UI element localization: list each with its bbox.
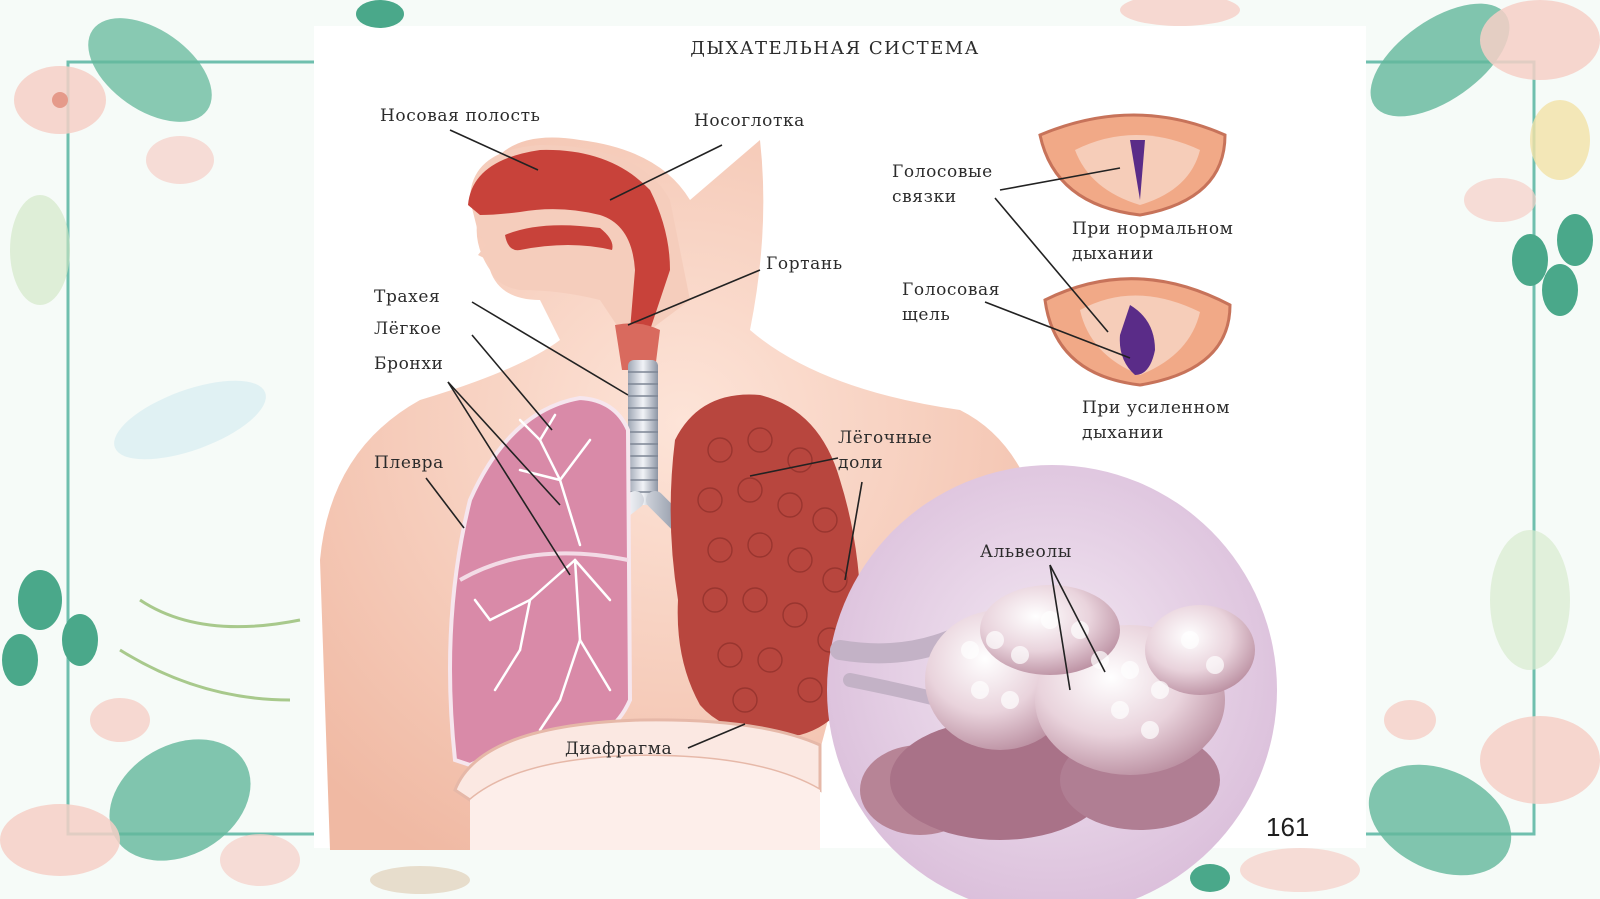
oral-cavity — [505, 225, 613, 251]
label-heavy-breathing: При усиленном дыхании — [1082, 396, 1230, 446]
label-glottis-line1: Голосовая — [902, 280, 1001, 300]
glottis-heavy-breathing — [1043, 277, 1232, 387]
label-vocal-cords-line2: связки — [892, 187, 957, 207]
diagram-title: ДЫХАТЕЛЬНАЯ СИСТЕМА — [690, 38, 980, 59]
label-nasal-cavity: Носовая полость — [380, 106, 541, 126]
label-lung-lobes-line1: Лёгочные — [838, 428, 933, 448]
right-floral-decoration — [1240, 0, 1600, 892]
label-heavy-breathing-line2: дыхании — [1082, 423, 1164, 443]
label-heavy-breathing-line1: При усиленном — [1082, 398, 1231, 418]
label-lung: Лёгкое — [374, 319, 442, 339]
label-alveoli: Альвеолы — [980, 542, 1072, 562]
label-pleura: Плевра — [374, 453, 444, 473]
glottis-normal-breathing — [1038, 113, 1227, 217]
label-vocal-cords-line1: Голосовые — [892, 162, 993, 182]
label-lung-lobes: Лёгочные доли — [838, 426, 932, 476]
label-bronchi: Бронхи — [374, 354, 444, 374]
alveoli-bubbles — [961, 611, 1224, 739]
label-nasopharynx: Носоглотка — [694, 111, 805, 131]
label-diaphragm: Диафрагма — [565, 739, 673, 759]
alveoli-cluster — [830, 585, 1255, 840]
lung-fissure — [459, 551, 629, 582]
larynx-shape — [615, 323, 660, 370]
label-trachea: Трахея — [374, 287, 441, 307]
label-normal-breathing-line2: дыхании — [1072, 244, 1154, 264]
label-lung-lobes-line2: доли — [838, 453, 884, 473]
page-number: 161 — [1266, 812, 1310, 842]
label-larynx: Гортань — [766, 254, 843, 274]
abdomen-shape — [470, 755, 820, 850]
label-vocal-cords: Голосовые связки — [892, 160, 993, 210]
label-glottis-line2: щель — [902, 305, 951, 325]
left-floral-decoration — [0, 18, 301, 886]
label-normal-breathing: При нормальном дыхании — [1072, 217, 1234, 267]
label-leader-lines — [425, 129, 1131, 749]
label-glottis: Голосовая щель — [902, 278, 1000, 328]
label-normal-breathing-line1: При нормальном — [1072, 219, 1234, 239]
top-bottom-floral-decoration — [356, 0, 1240, 894]
bronchial-tree — [473, 413, 612, 732]
